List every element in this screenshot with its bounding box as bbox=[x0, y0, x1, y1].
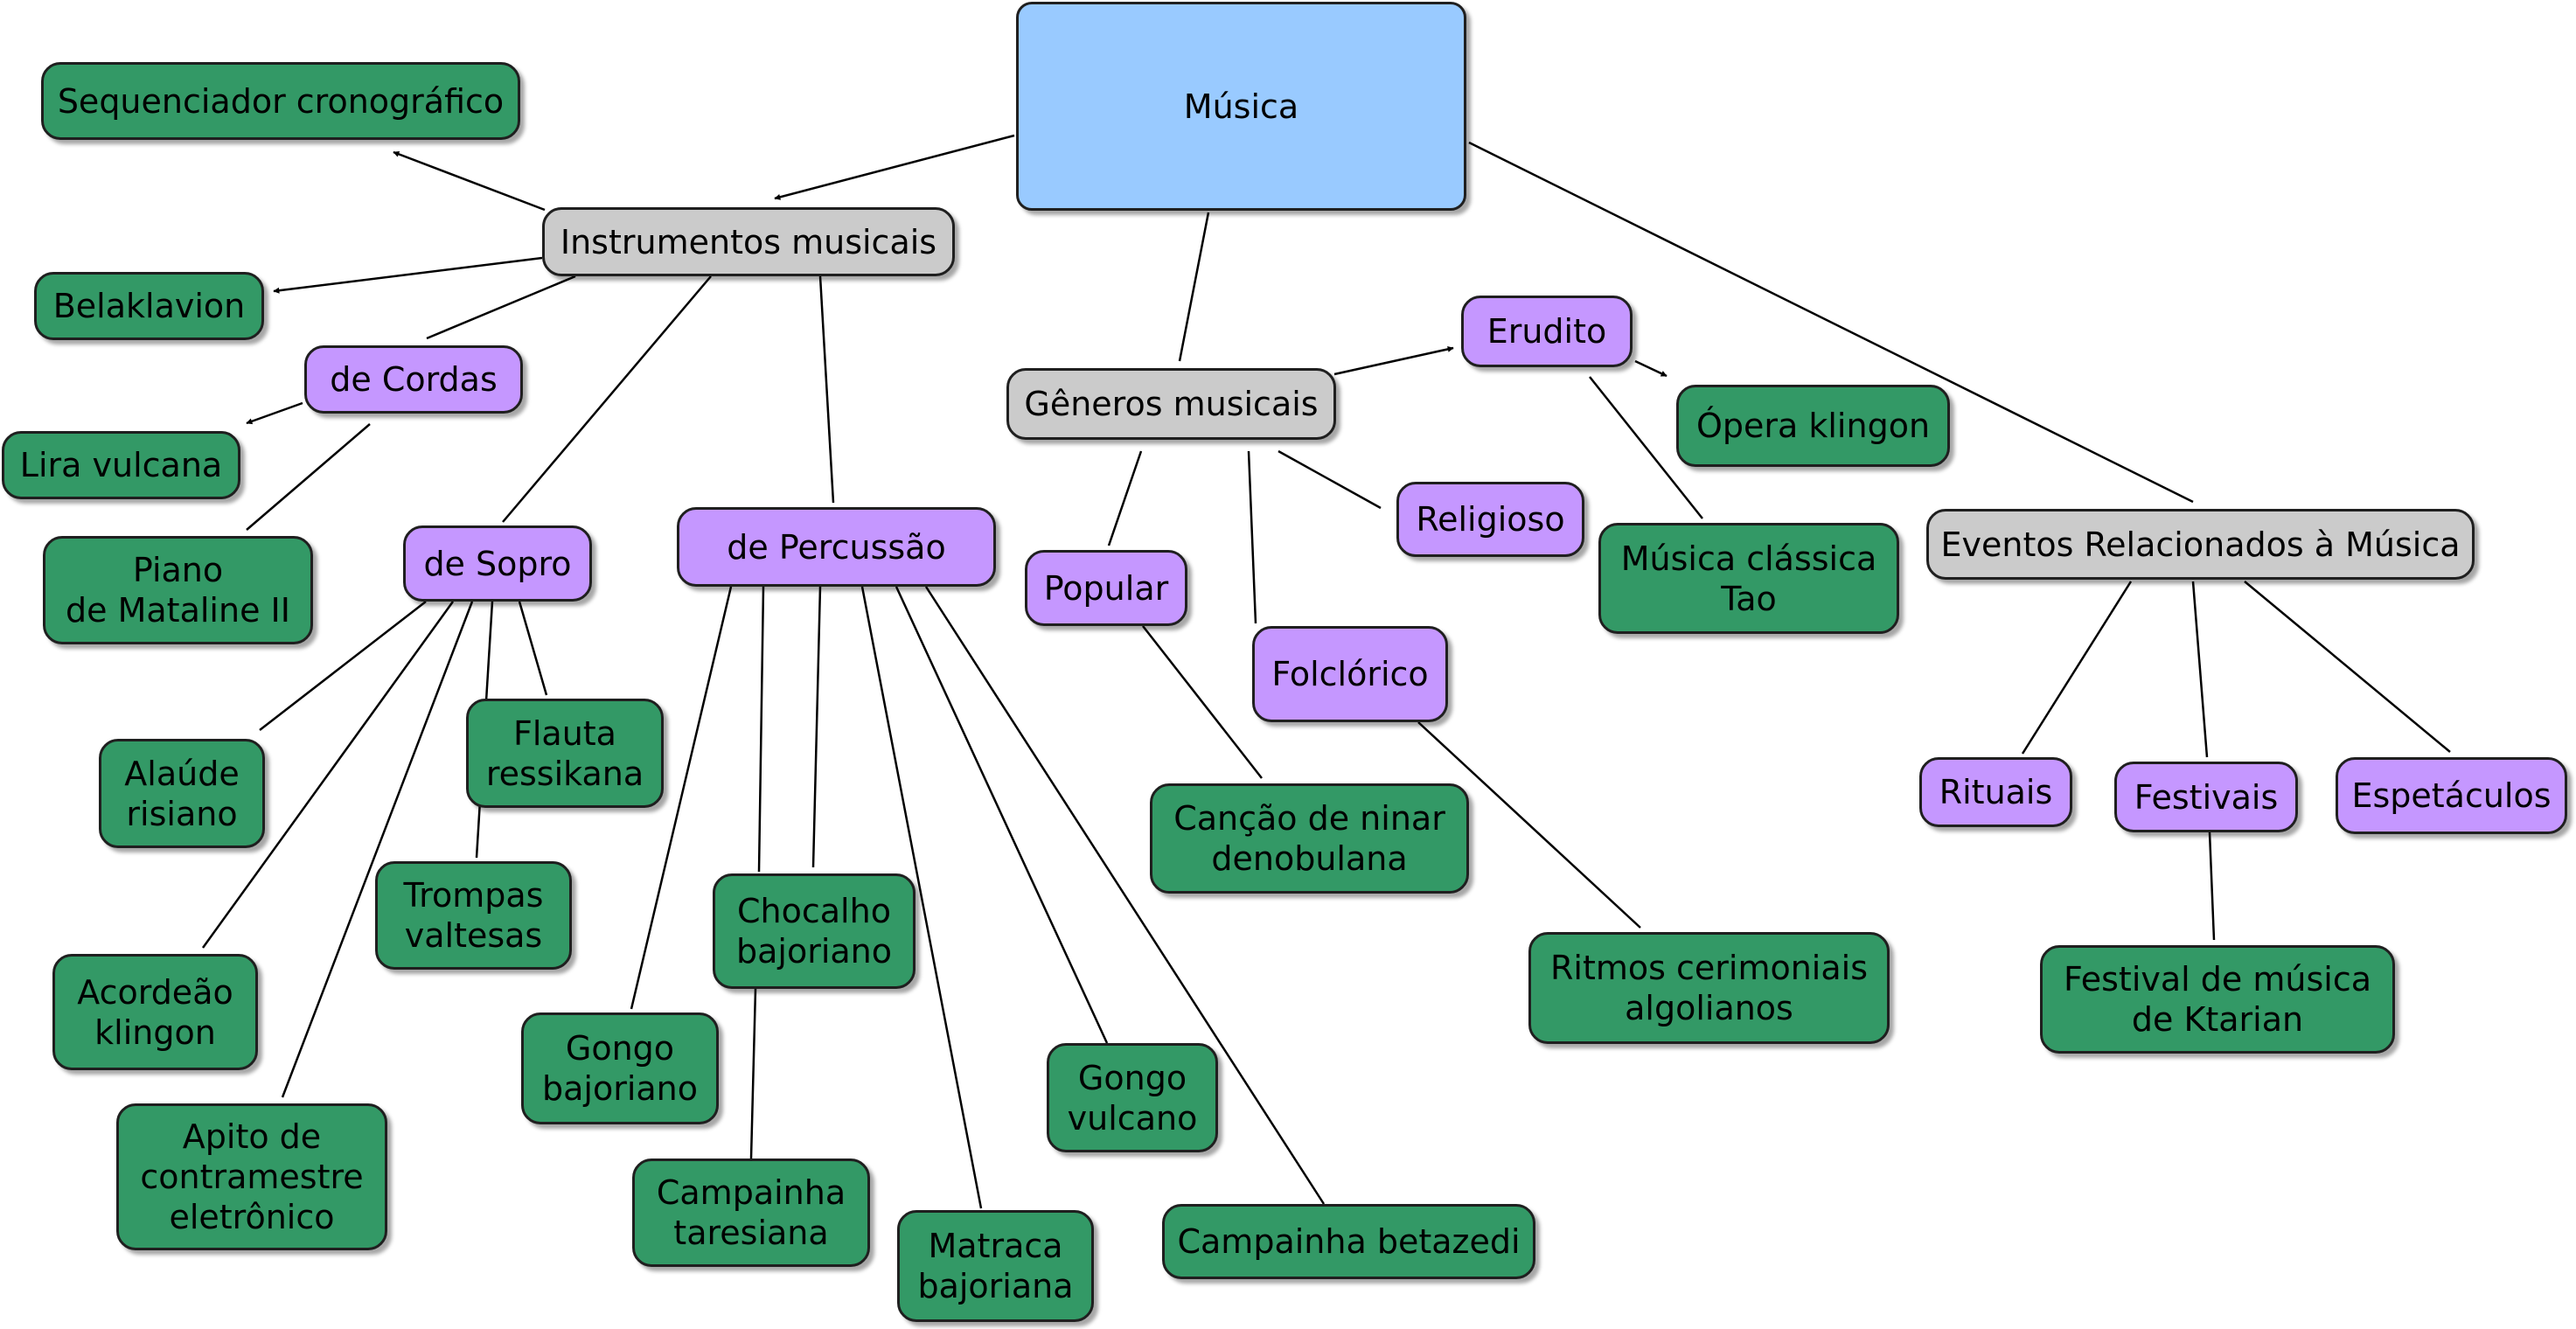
link-musica-generos bbox=[1178, 212, 1210, 362]
link-festivais-festival-kt bbox=[2208, 831, 2216, 941]
link-instrumentos-cordas bbox=[426, 275, 576, 340]
node-chocalho-bajoriano[interactable]: Chocalho bajoriano bbox=[713, 873, 916, 989]
link-eventos-rituais bbox=[2021, 581, 2133, 755]
link-sopro-apito bbox=[281, 601, 474, 1098]
node-belaklavion[interactable]: Belaklavion bbox=[34, 272, 264, 340]
node-sequenciador-cronografico[interactable]: Sequenciador cronográfico bbox=[41, 62, 520, 140]
node-apito-contramestre[interactable]: Apito de contramestre eletrônico bbox=[116, 1103, 387, 1250]
node-campainha-taresiana[interactable]: Campainha taresiana bbox=[632, 1159, 870, 1267]
link-eventos-festivais bbox=[2191, 581, 2209, 758]
link-sopro-acordeao bbox=[201, 601, 455, 949]
link-erudito-opera bbox=[1634, 359, 1667, 378]
node-popular[interactable]: Popular bbox=[1025, 550, 1187, 626]
link-musica-eventos bbox=[1468, 141, 2194, 504]
node-musica-classica-tao[interactable]: Música clássica Tao bbox=[1598, 523, 1899, 634]
link-percussao-matraca bbox=[860, 586, 983, 1209]
link-generos-folclorico bbox=[1247, 450, 1257, 624]
node-de-percussao[interactable]: de Percussão bbox=[677, 507, 996, 587]
node-musica[interactable]: Música bbox=[1016, 2, 1466, 211]
link-erudito-classica bbox=[1589, 376, 1703, 519]
link-sopro-alaude bbox=[259, 601, 427, 731]
node-gongo-vulcano[interactable]: Gongo vulcano bbox=[1047, 1043, 1218, 1152]
node-de-sopro[interactable]: de Sopro bbox=[403, 525, 592, 602]
link-instrumentos-belaklavion bbox=[273, 256, 543, 294]
node-rituais[interactable]: Rituais bbox=[1919, 757, 2072, 827]
link-instrumentos-sopro bbox=[502, 275, 712, 523]
node-cancao-ninar[interactable]: Canção de ninar denobulana bbox=[1150, 783, 1469, 894]
link-cordas-lira bbox=[246, 401, 303, 425]
link-generos-erudito bbox=[1333, 345, 1454, 376]
node-folclorico[interactable]: Folclórico bbox=[1252, 626, 1448, 722]
link-percussao-gongo-baj bbox=[630, 586, 733, 1010]
link-percussao-chocalho-b bbox=[811, 586, 822, 868]
link-folclorico-ritmos bbox=[1417, 721, 1641, 929]
link-eventos-espetaculos bbox=[2244, 581, 2451, 753]
node-ritmos-cerimoniais[interactable]: Ritmos cerimoniais algolianos bbox=[1528, 932, 1890, 1044]
node-eventos-relacionados[interactable]: Eventos Relacionados à Música bbox=[1926, 509, 2475, 580]
node-flauta-ressikana[interactable]: Flauta ressikana bbox=[466, 699, 664, 808]
link-instrumentos-sequenciador bbox=[393, 150, 546, 212]
link-percussao-gongo-vul bbox=[895, 586, 1109, 1044]
link-percussao-campainha-bet bbox=[924, 586, 1326, 1205]
node-generos-musicais[interactable]: Gêneros musicais bbox=[1006, 368, 1336, 440]
node-religioso[interactable]: Religioso bbox=[1396, 482, 1584, 557]
link-generos-religioso bbox=[1278, 449, 1382, 510]
node-festival-ktarian[interactable]: Festival de música de Ktarian bbox=[2040, 945, 2395, 1054]
node-erudito[interactable]: Erudito bbox=[1461, 296, 1633, 367]
node-festivais[interactable]: Festivais bbox=[2114, 762, 2298, 832]
node-instrumentos-musicais[interactable]: Instrumentos musicais bbox=[542, 207, 955, 276]
link-sopro-flauta bbox=[518, 601, 548, 696]
node-acordeao-klingon[interactable]: Acordeão klingon bbox=[52, 954, 258, 1070]
node-opera-klingon[interactable]: Ópera klingon bbox=[1676, 385, 1950, 467]
node-espetaculos[interactable]: Espetáculos bbox=[2336, 757, 2567, 834]
link-cordas-piano bbox=[246, 423, 371, 531]
link-percussao-chocalho-a bbox=[757, 586, 765, 873]
node-lira-vulcana[interactable]: Lira vulcana bbox=[2, 431, 240, 499]
node-gongo-bajoriano[interactable]: Gongo bajoriano bbox=[521, 1012, 719, 1124]
node-campainha-betazedi[interactable]: Campainha betazedi bbox=[1162, 1204, 1535, 1279]
link-musica-instrumentos bbox=[774, 134, 1015, 200]
node-alaude-risiano[interactable]: Alaúde risiano bbox=[99, 739, 265, 848]
node-piano-mataline[interactable]: Piano de Mataline II bbox=[43, 536, 313, 644]
link-instrumentos-percussao bbox=[818, 275, 835, 504]
node-matraca-bajoriana[interactable]: Matraca bajoriana bbox=[897, 1210, 1094, 1322]
link-generos-popular bbox=[1107, 450, 1143, 546]
link-chocalho-campainha-tar bbox=[749, 988, 757, 1159]
node-de-cordas[interactable]: de Cordas bbox=[304, 345, 523, 414]
node-trompas-valtesas[interactable]: Trompas valtesas bbox=[375, 861, 572, 970]
link-popular-cancao bbox=[1142, 625, 1263, 779]
